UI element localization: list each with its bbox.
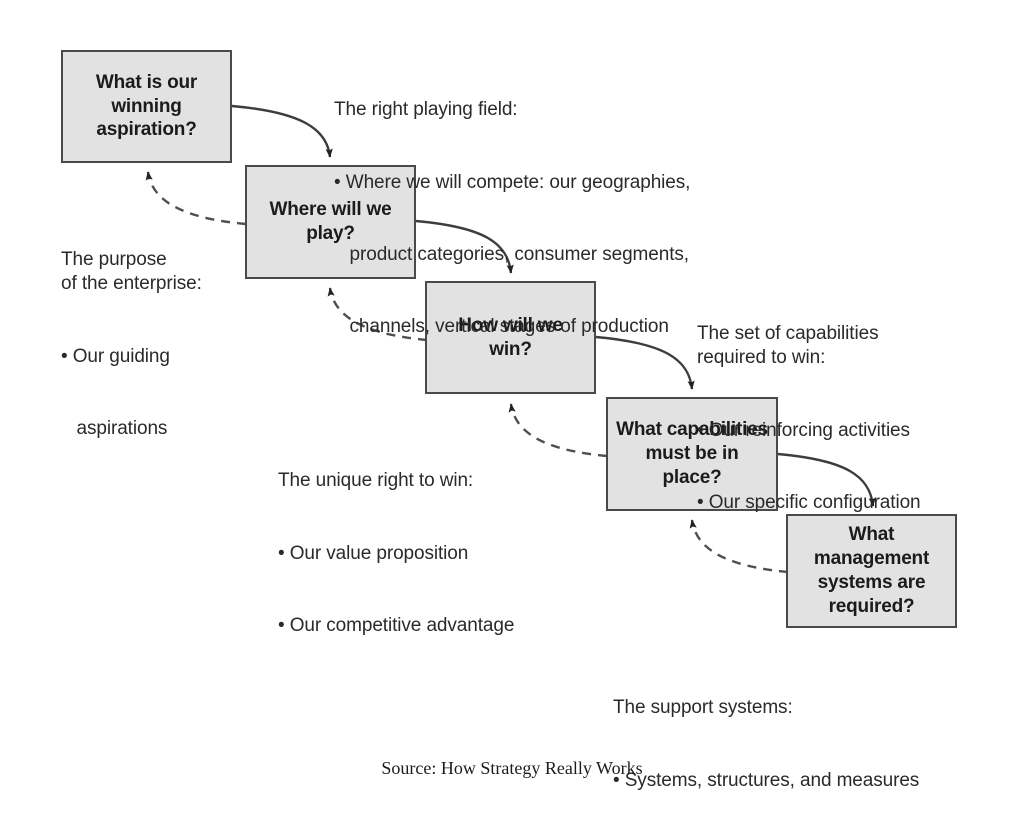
annotation-support-systems-heading: The support systems: bbox=[613, 697, 793, 719]
annotation-capabilities-set: The set of capabilities required to win:… bbox=[697, 274, 921, 564]
annotation-purpose-bullet-2: aspirations bbox=[61, 418, 168, 440]
arrow-aspiration-to-play bbox=[231, 104, 333, 158]
annotation-purpose-bullet-1: • Our guiding bbox=[61, 345, 170, 367]
annotation-right-to-win-bullet-2: • Our competitive advantage bbox=[278, 615, 515, 636]
node-winning-aspiration[interactable]: What is our winning aspiration? bbox=[61, 50, 232, 163]
annotation-right-to-win: The unique right to win: • Our value pro… bbox=[278, 421, 514, 686]
feedback-arrow-capabilities-to-win bbox=[508, 403, 608, 458]
annotation-capabilities-set-heading: The set of capabilities required to win: bbox=[697, 323, 879, 369]
node-capabilities[interactable]: What capabilities must be in place? bbox=[606, 397, 778, 511]
annotation-playing-field-bullet-3: channels, vertical stages of production bbox=[334, 316, 669, 338]
annotation-capabilities-set-bullet-2: • Our specific configuration bbox=[697, 492, 921, 514]
node-how-to-win[interactable]: How will we win? bbox=[425, 281, 596, 394]
annotation-right-to-win-bullet-1: • Our value proposition bbox=[278, 542, 469, 564]
annotation-purpose: The purpose of the enterprise: • Our gui… bbox=[61, 200, 202, 490]
annotation-right-to-win-heading: The unique right to win: bbox=[278, 470, 474, 492]
annotation-purpose-heading: The purpose of the enterprise: bbox=[61, 249, 202, 295]
annotation-support-systems-bullet-1: • Systems, structures, and measures bbox=[613, 769, 920, 791]
annotation-playing-field-bullet-1: • Where we will compete: our geographies… bbox=[334, 171, 691, 193]
node-where-to-play[interactable]: Where will we play? bbox=[245, 165, 416, 279]
annotation-playing-field: The right playing field: • Where we will… bbox=[334, 50, 690, 388]
annotation-playing-field-heading: The right playing field: bbox=[334, 99, 518, 121]
source-caption: Source: How Strategy Really Works bbox=[381, 758, 643, 778]
annotation-support-systems: The support systems: • Systems, structur… bbox=[613, 648, 919, 816]
node-management-systems[interactable]: What management systems are required? bbox=[786, 514, 957, 628]
annotation-playing-field-bullet-2: product categories, consumer segments, bbox=[334, 244, 690, 265]
annotation-capabilities-set-bullet-1: • Our reinforcing activities bbox=[697, 419, 910, 441]
